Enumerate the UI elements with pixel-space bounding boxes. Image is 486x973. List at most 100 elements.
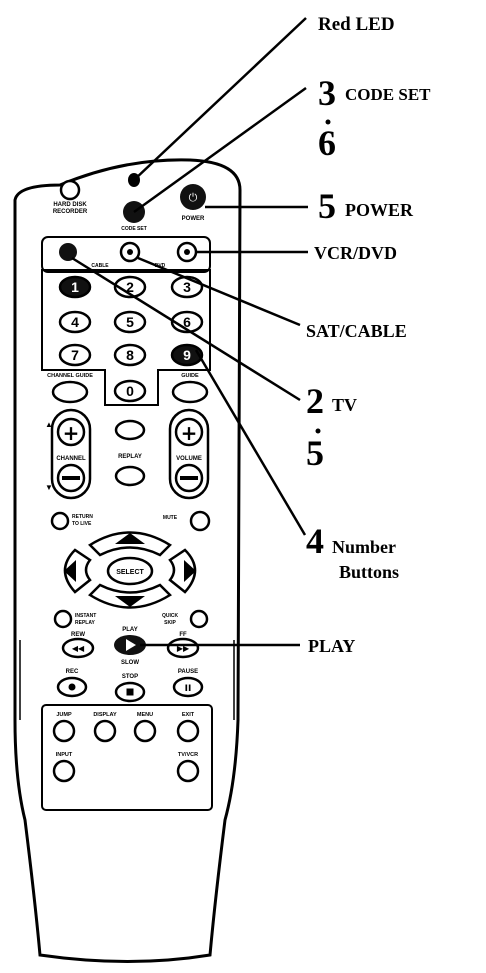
number-label-0: 0	[126, 383, 134, 399]
svg-text:DISPLAY: DISPLAY	[93, 712, 117, 718]
sat-cable-leader	[137, 256, 301, 327]
number-button-0[interactable]	[113, 379, 147, 403]
tv-vcr-button[interactable]	[176, 759, 200, 783]
svg-text:REC: REC	[66, 669, 79, 675]
tv-mode-button[interactable]	[59, 243, 77, 261]
stop-icon	[126, 688, 134, 696]
tv-label: TV	[332, 395, 357, 415]
svg-text:GUIDE: GUIDE	[181, 373, 199, 379]
exit-button[interactable]	[176, 719, 200, 743]
ff-button[interactable]	[166, 637, 200, 659]
quick-skip-button[interactable]	[189, 609, 209, 629]
svg-text:FF: FF	[179, 632, 187, 638]
number-label-2: 2	[126, 279, 134, 295]
tv-leader	[71, 256, 301, 402]
svg-text:REPLAY: REPLAY	[75, 620, 95, 626]
rewind-icon: ◀◀	[72, 644, 85, 653]
left-arrow-button[interactable]	[63, 548, 92, 594]
svg-text:RETURN: RETURN	[72, 514, 93, 520]
number-buttons-leader	[194, 349, 307, 536]
bottom-box: JUMP DISPLAY MENU EXIT INPUT TV/VCR	[41, 704, 213, 811]
power-icon: ⏻	[189, 191, 198, 204]
hdr-label: HARD DISK	[53, 202, 87, 208]
svg-text:RECORDER: RECORDER	[53, 209, 88, 215]
code-set-number: 3	[318, 73, 336, 113]
rew-button[interactable]	[61, 637, 95, 659]
channel-guide-button[interactable]	[51, 380, 89, 404]
volume-up-button[interactable]	[174, 417, 204, 447]
svg-text:VOLUME: VOLUME	[176, 456, 202, 462]
svg-text:SELECT: SELECT	[116, 569, 144, 576]
code-set-number-2: 6	[318, 123, 336, 163]
number-label-6: 6	[183, 314, 191, 330]
svg-text:REW: REW	[71, 632, 85, 638]
number-label-5: 5	[126, 314, 134, 330]
number-button-1[interactable]	[58, 275, 92, 299]
tv-number: 2	[306, 381, 324, 421]
tv-number-2: 5	[306, 433, 324, 473]
code-set-leader	[133, 86, 307, 214]
display-button[interactable]	[93, 719, 117, 743]
channel-up-button[interactable]	[56, 417, 86, 447]
replay-down-button[interactable]	[114, 465, 146, 487]
record-icon	[68, 683, 76, 691]
number-button-4[interactable]	[58, 310, 92, 334]
pause-button[interactable]	[172, 676, 204, 698]
fast-forward-icon: ▶▶	[177, 644, 190, 653]
code-set-label: CODE SET	[345, 85, 431, 104]
right-arrow-icon	[184, 560, 196, 582]
svg-text:QUICK: QUICK	[162, 613, 179, 619]
replay-cluster: REPLAY	[114, 419, 146, 487]
return-to-live-button[interactable]	[50, 511, 70, 531]
transport-row-2: REC STOP PAUSE II	[56, 669, 204, 703]
number-buttons-label-2: Buttons	[339, 562, 399, 582]
down-arrow-icon	[115, 596, 145, 607]
number-label-3: 3	[183, 279, 191, 295]
plus-icon: +	[63, 421, 80, 445]
skip-row: INSTANT REPLAY QUICK SKIP	[53, 609, 209, 629]
svg-text:PAUSE: PAUSE	[178, 669, 198, 675]
svg-text:CHANNEL: CHANNEL	[56, 456, 86, 462]
power-number: 5	[318, 186, 336, 226]
play-label: PLAY	[308, 636, 355, 656]
instant-replay-button[interactable]	[53, 609, 73, 629]
svg-text:▼: ▼	[45, 483, 53, 492]
guide-row: CHANNEL GUIDE GUIDE	[47, 373, 209, 404]
number-label-8: 8	[126, 347, 134, 363]
number-button-8[interactable]	[113, 343, 147, 367]
svg-text:INSTANT: INSTANT	[75, 613, 96, 619]
red-led-leader	[133, 17, 307, 181]
volume-rocker: + VOLUME	[168, 408, 210, 500]
left-arrow-icon	[64, 560, 76, 582]
vcr-dvd-label: VCR/DVD	[314, 243, 397, 263]
play-icon	[126, 639, 136, 651]
number-button-6[interactable]	[170, 310, 204, 334]
number-button-7[interactable]	[58, 343, 92, 367]
number-button-2[interactable]	[113, 275, 147, 299]
replay-up-button[interactable]	[114, 419, 146, 441]
d-pad: SELECT	[63, 531, 197, 609]
svg-text:REPLAY: REPLAY	[118, 454, 142, 460]
svg-text:JUMP: JUMP	[56, 712, 72, 718]
hard-disk-recorder-button[interactable]	[59, 179, 81, 201]
jump-button[interactable]	[52, 719, 76, 743]
right-arrow-button[interactable]	[168, 548, 197, 594]
plus-icon: +	[181, 421, 198, 445]
power-button[interactable]	[180, 184, 206, 210]
svg-text:INPUT: INPUT	[56, 752, 73, 758]
transport-row-1: REW ◀◀ PLAY SLOW FF ▶▶	[61, 627, 200, 666]
guide-button[interactable]	[171, 380, 209, 404]
select-button[interactable]	[106, 556, 154, 586]
input-button[interactable]	[52, 759, 76, 783]
svg-text:PLAY: PLAY	[122, 627, 137, 633]
svg-text:CHANNEL GUIDE: CHANNEL GUIDE	[47, 373, 93, 379]
minus-icon	[180, 476, 198, 480]
svg-text:POWER: POWER	[182, 216, 205, 222]
number-button-9[interactable]	[170, 343, 204, 367]
mute-button[interactable]	[189, 510, 211, 532]
number-button-5[interactable]	[113, 310, 147, 334]
channel-rocker: + CHANNEL ▲ ▼	[45, 408, 92, 500]
menu-button[interactable]	[133, 719, 157, 743]
